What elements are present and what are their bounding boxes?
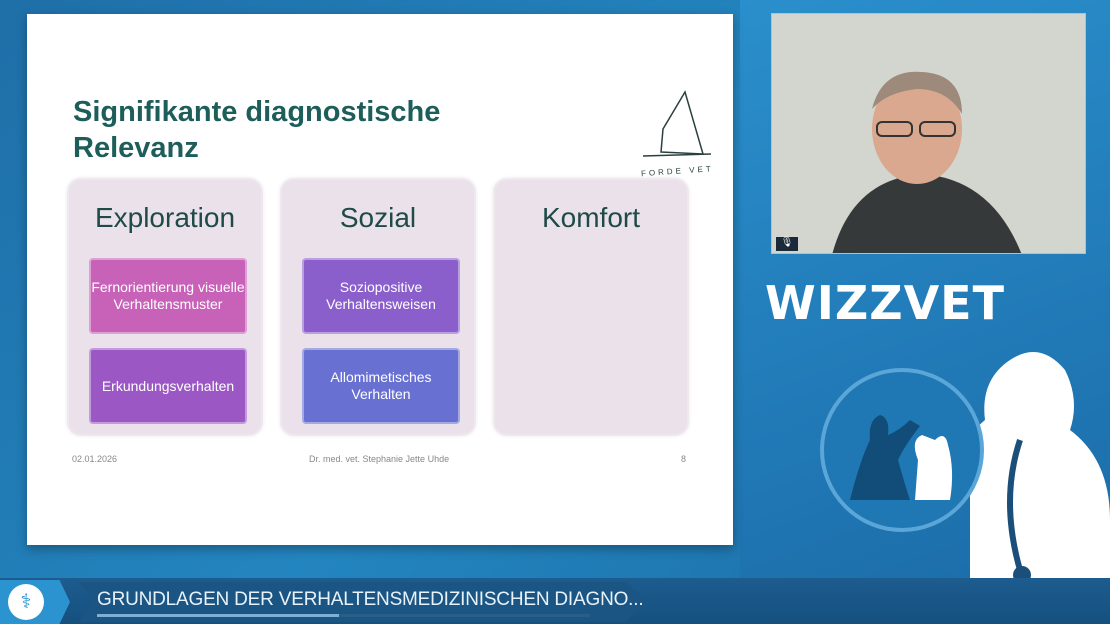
- column-heading: Sozial: [339, 202, 417, 233]
- column-komfort: Komfort: [493, 178, 689, 436]
- presentation-slide: Signifikante diagnostische Relevanz FORD…: [27, 14, 733, 545]
- slide-author: Dr. med. vet. Stephanie Jette Uhde: [309, 454, 450, 464]
- mic-icon[interactable]: 🎙: [776, 237, 798, 251]
- column-heading: Exploration: [94, 202, 236, 233]
- title-line: Signifikante diagnostische: [73, 96, 441, 128]
- item-fernorientierung: Fernorientierung visuelle Verhaltensmust…: [89, 258, 247, 334]
- column-sozial: Sozial Sozio­positive Verhaltensweisen A…: [280, 178, 476, 436]
- slide-page-number: 8: [681, 454, 687, 464]
- slide-title: Signifikante diagnostische Relevanz: [73, 94, 440, 166]
- item-soziopositive: Sozio­positive Verhaltensweisen: [302, 258, 460, 334]
- item-allomimetisch: Allomimetisches Verhalten: [302, 348, 460, 424]
- stethoscope-logo-badge: ⚕: [0, 580, 70, 624]
- item-erkundungsverhalten: Erkundungsverhalten: [89, 348, 247, 424]
- presenter-silhouette: [772, 14, 1085, 253]
- column-exploration: Exploration Fernorientierung visuelle Ve…: [67, 178, 263, 436]
- progress-bar[interactable]: [97, 614, 590, 617]
- course-title: GRUNDLAGEN DER VERHALTENSMEDIZINISCHEN D…: [97, 589, 644, 610]
- sailboat-logo-icon: FORDE VET: [641, 90, 714, 178]
- svg-text:FORDE VET: FORDE VET: [641, 164, 714, 178]
- stethoscope-icon: ⚕: [8, 584, 44, 620]
- column-heading: Komfort: [541, 202, 641, 233]
- webcam-video: 🎙: [771, 13, 1086, 254]
- progress-fill: [97, 614, 339, 617]
- title-line: Relevanz: [73, 132, 199, 164]
- brand-name: WIZZVET: [765, 276, 1005, 330]
- slide-date: 02.01.2026: [72, 454, 118, 464]
